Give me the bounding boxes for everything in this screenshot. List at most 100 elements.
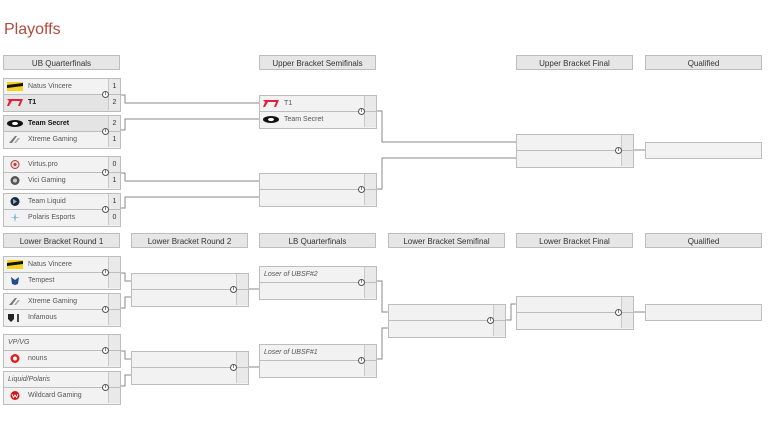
team-row[interactable] xyxy=(516,134,634,151)
score xyxy=(236,352,248,367)
team-row[interactable] xyxy=(516,296,634,313)
match-info-icon[interactable]: i xyxy=(102,347,109,354)
lb-r1-match-4[interactable]: Liquid/Polaris Wildcard Gaming i xyxy=(3,371,121,405)
team-row[interactable]: Polaris Esports 0 xyxy=(3,210,121,227)
ub-sf-match-1[interactable]: T1 Team Secret i xyxy=(259,95,377,129)
match-info-icon[interactable]: i xyxy=(358,108,365,115)
team-row[interactable]: VP/VG xyxy=(3,334,121,351)
match-info-icon[interactable]: i xyxy=(102,206,109,213)
score xyxy=(108,372,120,387)
lb-final-match[interactable]: i xyxy=(516,296,634,330)
lb-r2-match-2[interactable]: i xyxy=(131,351,249,385)
team-row[interactable]: nouns xyxy=(3,351,121,368)
team-row[interactable] xyxy=(516,313,634,330)
team-row[interactable] xyxy=(131,273,249,290)
team-row[interactable]: Natus Vincere xyxy=(3,256,121,273)
header-lb-round-2: Lower Bracket Round 2 xyxy=(131,233,248,248)
lb-r1-match-2[interactable]: Xtreme Gaming Infamous i xyxy=(3,293,121,327)
team-row[interactable] xyxy=(259,361,377,378)
ub-qf-match-4[interactable]: Team Liquid 1 Polaris Esports 0 i xyxy=(3,193,121,227)
team-row[interactable]: Loser of UBSF#2 xyxy=(259,266,377,283)
team-row[interactable] xyxy=(131,368,249,385)
lb-r1-match-1[interactable]: Natus Vincere Tempest i xyxy=(3,256,121,290)
ub-sf-match-2[interactable]: i xyxy=(259,173,377,207)
score xyxy=(364,190,376,205)
lb-qf-match-2[interactable]: Loser of UBSF#1 i xyxy=(259,344,377,378)
score: 0 xyxy=(108,210,120,225)
score xyxy=(621,135,633,150)
team-row[interactable]: Liquid/Polaris xyxy=(3,371,121,388)
score xyxy=(364,112,376,127)
team-row[interactable] xyxy=(131,351,249,368)
team-row[interactable]: Xtreme Gaming xyxy=(3,293,121,310)
header-ub-final: Upper Bracket Final xyxy=(516,55,633,70)
score xyxy=(621,313,633,328)
score: 1 xyxy=(108,132,120,147)
team-row[interactable]: Team Secret xyxy=(259,112,377,129)
team-row[interactable]: Virtus.pro 0 xyxy=(3,156,121,173)
team-row[interactable]: Tempest xyxy=(3,273,121,290)
score xyxy=(493,321,505,336)
team-row[interactable]: T1 xyxy=(259,95,377,112)
lb-r1-match-3[interactable]: VP/VG nouns i xyxy=(3,334,121,368)
match-info-icon[interactable]: i xyxy=(102,169,109,176)
team-row[interactable] xyxy=(259,190,377,207)
ub-qf-match-2[interactable]: Team Secret 2 Xtreme Gaming 1 i xyxy=(3,115,121,149)
match-info-icon[interactable]: i xyxy=(230,286,237,293)
match-info-icon[interactable]: i xyxy=(102,91,109,98)
header-qualified-bottom: Qualified xyxy=(645,233,762,248)
match-info-icon[interactable]: i xyxy=(487,317,494,324)
team-row[interactable]: Loser of UBSF#1 xyxy=(259,344,377,361)
match-info-icon[interactable]: i xyxy=(102,128,109,135)
team-row[interactable] xyxy=(131,290,249,307)
match-info-icon[interactable]: i xyxy=(102,269,109,276)
ub-qf-match-1[interactable]: Natus Vincere 1 T1 2 i xyxy=(3,78,121,112)
score xyxy=(364,96,376,111)
match-info-icon[interactable]: i xyxy=(102,384,109,391)
lb-sf-match[interactable]: i xyxy=(388,304,506,338)
team-row[interactable] xyxy=(259,173,377,190)
liquid-logo-icon xyxy=(10,197,20,206)
team-row[interactable]: T1 2 xyxy=(3,95,121,112)
ub-qf-match-3[interactable]: Virtus.pro 0 Vici Gaming 1 i xyxy=(3,156,121,190)
team-row[interactable]: Team Secret 2 xyxy=(3,115,121,132)
match-info-icon[interactable]: i xyxy=(615,147,622,154)
score xyxy=(493,305,505,320)
team-row[interactable] xyxy=(259,283,377,300)
score xyxy=(108,310,120,325)
team-row[interactable] xyxy=(516,151,634,168)
team-row[interactable] xyxy=(388,304,506,321)
score xyxy=(108,294,120,309)
ub-final-match[interactable]: i xyxy=(516,134,634,168)
score xyxy=(108,388,120,403)
team-row[interactable]: Team Liquid 1 xyxy=(3,193,121,210)
t1-logo-icon xyxy=(263,100,279,107)
score xyxy=(236,290,248,305)
lb-qf-match-1[interactable]: Loser of UBSF#2 i xyxy=(259,266,377,300)
team-row[interactable]: Infamous xyxy=(3,310,121,327)
team-row[interactable]: Natus Vincere 1 xyxy=(3,78,121,95)
match-info-icon[interactable]: i xyxy=(615,309,622,316)
team-row[interactable]: Xtreme Gaming 1 xyxy=(3,132,121,149)
team-row[interactable]: Wildcard Gaming xyxy=(3,388,121,405)
navi-logo-icon xyxy=(7,260,23,269)
t1-logo-icon xyxy=(7,99,23,106)
secret-logo-icon xyxy=(263,116,279,123)
qualified-slot-top[interactable] xyxy=(645,142,762,159)
polaris-logo-icon xyxy=(10,213,20,222)
score xyxy=(364,345,376,360)
team-row[interactable]: Vici Gaming 1 xyxy=(3,173,121,190)
score: 1 xyxy=(108,194,120,209)
match-info-icon[interactable]: i xyxy=(358,279,365,286)
qualified-slot-bottom[interactable] xyxy=(645,304,762,321)
header-lb-quarterfinals: LB Quarterfinals xyxy=(259,233,376,248)
match-info-icon[interactable]: i xyxy=(358,186,365,193)
navi-logo-icon xyxy=(7,82,23,91)
team-row[interactable] xyxy=(388,321,506,338)
score xyxy=(236,274,248,289)
match-info-icon[interactable]: i xyxy=(102,306,109,313)
score xyxy=(236,368,248,383)
lb-r2-match-1[interactable]: i xyxy=(131,273,249,307)
match-info-icon[interactable]: i xyxy=(358,357,365,364)
match-info-icon[interactable]: i xyxy=(230,364,237,371)
